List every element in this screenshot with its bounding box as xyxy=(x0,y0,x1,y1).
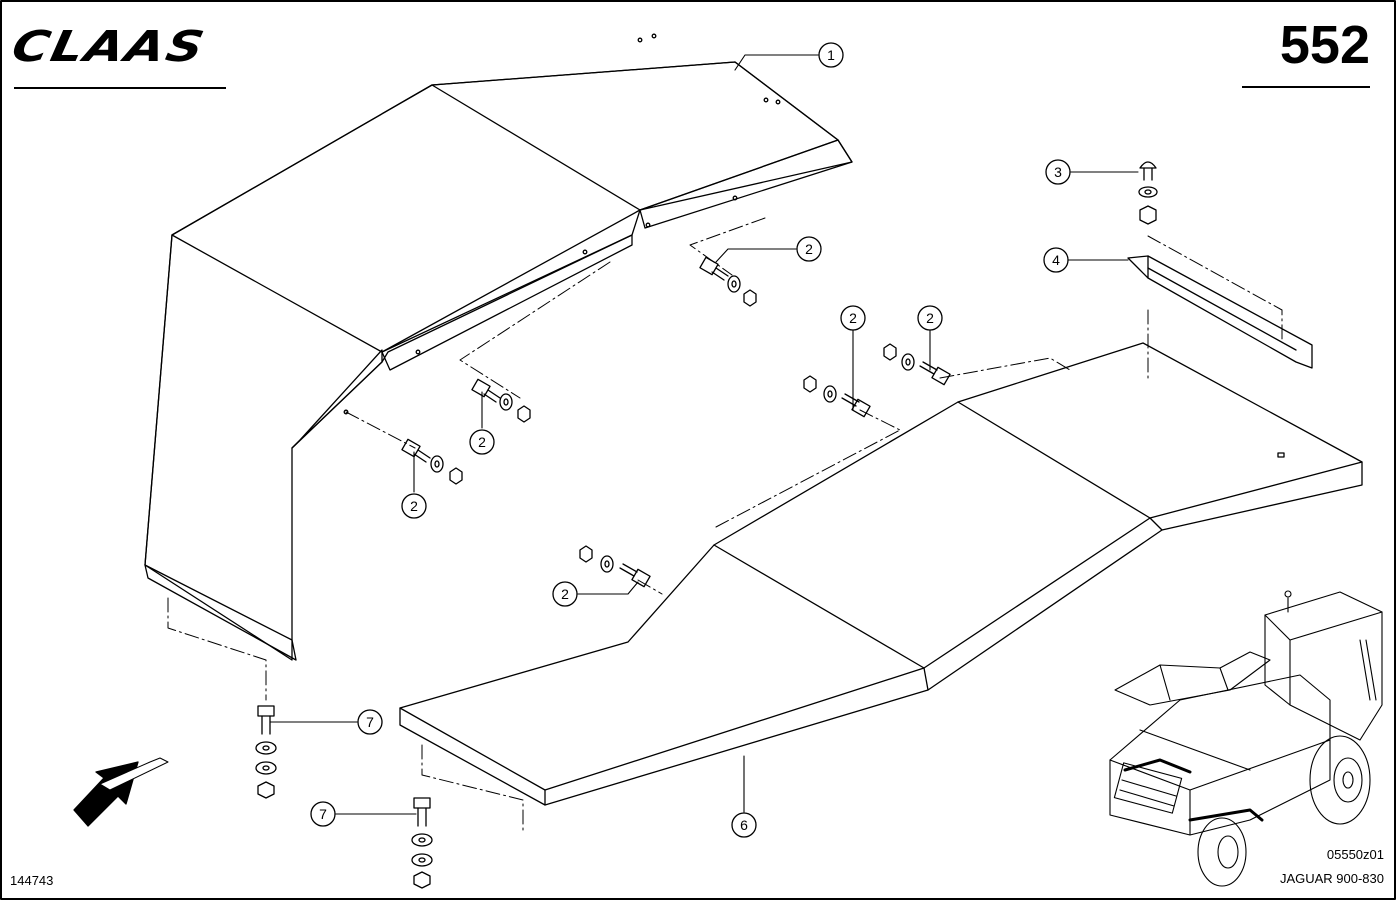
cover-part-6 xyxy=(399,342,1363,806)
bracket-part-4 xyxy=(1127,255,1313,369)
callout-7a: 7 xyxy=(366,714,374,730)
drawing-id: 144743 xyxy=(10,873,54,888)
bolt-set-2e xyxy=(803,375,871,418)
callout-2f: 2 xyxy=(926,310,934,326)
leader-lines xyxy=(269,54,1139,815)
cover-part-1 xyxy=(144,33,853,661)
page-number: 552 xyxy=(1279,15,1370,75)
callout-2b: 2 xyxy=(478,434,486,450)
logo-underline xyxy=(14,87,226,89)
bolt-stack-7a xyxy=(255,705,277,799)
callout-4: 4 xyxy=(1052,252,1060,268)
reference-code: 05550z01 xyxy=(1326,847,1384,862)
callout-2a: 2 xyxy=(805,241,813,257)
bolt-stack-7b xyxy=(411,797,433,889)
callout-circles xyxy=(310,42,1071,838)
bolt-set-2b xyxy=(471,378,531,423)
bolt-set-2f xyxy=(883,343,951,386)
callout-6: 6 xyxy=(740,817,748,833)
model-name: JAGUAR 900-830 xyxy=(1279,871,1384,886)
claas-logo: CLAAS xyxy=(8,18,228,90)
harvester-inset xyxy=(1109,590,1383,887)
callout-7b: 7 xyxy=(319,806,327,822)
page-number-underline xyxy=(1242,86,1370,88)
callout-3: 3 xyxy=(1054,164,1062,180)
callout-2e: 2 xyxy=(849,310,857,326)
callout-1: 1 xyxy=(827,47,835,63)
callout-2d: 2 xyxy=(561,586,569,602)
callout-2c: 2 xyxy=(410,498,418,514)
bolt-set-2d xyxy=(579,545,651,588)
bolt-set-2a xyxy=(699,256,757,307)
alignment-lines xyxy=(167,217,1283,831)
logo-wordmark: CLAAS xyxy=(7,22,210,72)
bolt-set-2c xyxy=(401,438,463,485)
carriage-bolt-part-3 xyxy=(1138,161,1158,225)
